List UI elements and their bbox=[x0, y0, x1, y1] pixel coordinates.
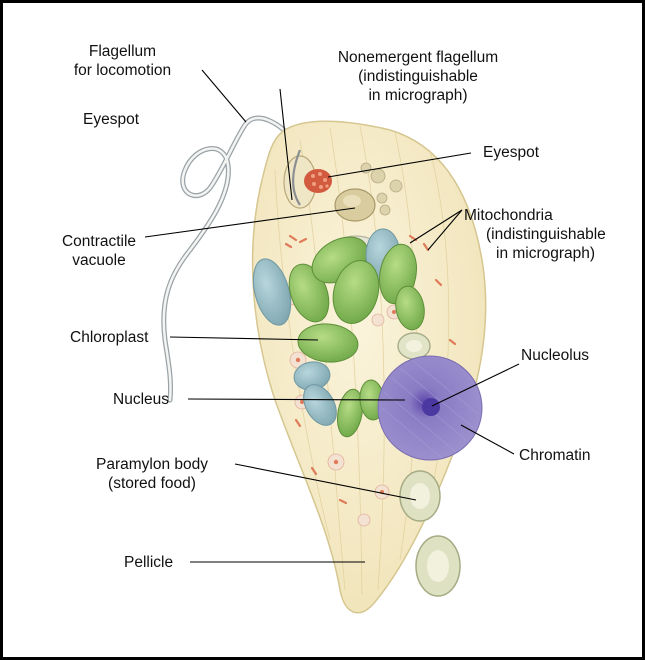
label-eyespot-left: Eyespot bbox=[83, 110, 139, 129]
eyespot bbox=[304, 169, 332, 193]
label-mitochondria-line1: Mitochondria bbox=[464, 206, 606, 225]
label-mitochondria-line2: (indistinguishable bbox=[464, 225, 606, 244]
label-paramylon-body: Paramylon body (stored food) bbox=[77, 455, 227, 493]
label-nonemergent-line1: Nonemergent flagellum bbox=[318, 48, 518, 67]
label-mitochondria-line3: in micrograph) bbox=[464, 244, 606, 263]
label-pellicle: Pellicle bbox=[124, 553, 173, 572]
label-paramylon-line1: Paramylon body bbox=[77, 455, 227, 474]
label-flagellum-line1: Flagellum bbox=[70, 42, 175, 61]
label-contractile-vacuole: Contractile vacuole bbox=[54, 232, 144, 270]
nucleolus bbox=[422, 398, 440, 416]
label-nucleolus: Nucleolus bbox=[521, 346, 589, 365]
label-nonemergent-flagellum: Nonemergent flagellum (indistinguishable… bbox=[318, 48, 518, 105]
label-eyespot-right: Eyespot bbox=[483, 143, 539, 162]
label-nucleus: Nucleus bbox=[113, 390, 169, 409]
label-chromatin: Chromatin bbox=[519, 446, 591, 465]
label-mitochondria: Mitochondria (indistinguishable in micro… bbox=[464, 206, 606, 263]
label-paramylon-line2: (stored food) bbox=[77, 474, 227, 493]
nucleus bbox=[378, 356, 482, 460]
label-flagellum-line2: for locomotion bbox=[70, 61, 175, 80]
label-nonemergent-line3: in micrograph) bbox=[318, 86, 518, 105]
label-contractile-line2: vacuole bbox=[54, 251, 144, 270]
label-chloroplast: Chloroplast bbox=[70, 328, 148, 347]
label-flagellum: Flagellum for locomotion bbox=[70, 42, 175, 80]
label-nonemergent-line2: (indistinguishable bbox=[318, 67, 518, 86]
label-contractile-line1: Contractile bbox=[54, 232, 144, 251]
